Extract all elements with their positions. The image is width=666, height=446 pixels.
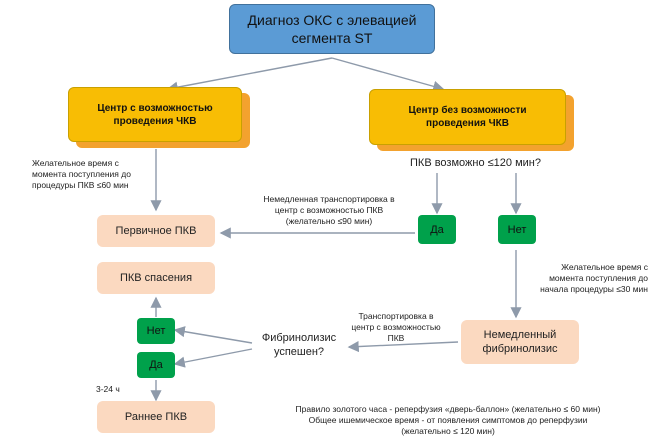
transport-note-2-line-2: центр с возможностью — [351, 322, 441, 332]
footer-line-3: (желательно ≤ 120 мин) — [401, 426, 495, 436]
immediate-fibrinolysis-line-2: фибринолизис — [482, 343, 558, 355]
fibrinolysis-question-line-1: Фибринолизис — [261, 332, 337, 344]
right-center-line-2: проведения ЧКВ — [426, 118, 509, 129]
non-pci-center-box: Центр без возможности проведения ЧКВ — [369, 89, 566, 145]
arrow-question-no — [173, 326, 253, 344]
early-pci-box: Раннее ПКВ — [97, 401, 215, 433]
hours-label: 3-24 ч — [96, 384, 120, 394]
fibrinolysis-success-yes: Да — [137, 352, 175, 378]
transport-note-2-line-1: Транспортировка в — [358, 311, 434, 321]
pci-possible-no: Нет — [498, 215, 536, 244]
diagnosis-line-2: сегмента ST — [291, 30, 373, 46]
left-center-line-2: проведения ЧКВ — [113, 115, 197, 127]
footer-note: Правило золотого часа - реперфузия «двер… — [258, 404, 638, 437]
left-time-note-line-2: момента поступления до — [32, 169, 131, 179]
right-time-note: Желательное время с момента поступления … — [492, 262, 648, 295]
pci-capable-center-box: Центр с возможностью проведения ЧКВ — [68, 87, 242, 142]
arrow-fibrinolysis-question — [347, 340, 459, 353]
rescue-pci-box: ПКВ спасения — [97, 262, 215, 294]
left-center-line-1: Центр с возможностью — [97, 102, 213, 114]
footer-line-1: Правило золотого часа - реперфузия «двер… — [295, 404, 601, 414]
pci-question: ПКВ возможно ≤120 мин? — [410, 157, 541, 169]
left-time-note-line-3: процедуры ПКВ ≤60 мин — [32, 180, 129, 190]
transport-note-line-1: Немедленная транспортировка в — [263, 194, 395, 204]
arrow-question-yes — [173, 348, 253, 368]
diagnosis-box: Диагноз ОКС с элевацией сегмента ST — [229, 4, 435, 54]
fibrinolysis-question-line-2: успешен? — [273, 346, 325, 358]
transport-note-line-2: центр с возможностью ПКВ — [274, 205, 384, 215]
left-time-note-line-1: Желательное время с — [32, 158, 119, 168]
left-time-note: Желательное время с момента поступления … — [32, 158, 131, 191]
transport-note: Немедленная транспортировка в центр с во… — [249, 194, 409, 227]
right-time-note-line-3: начала процедуры ≤30 мин — [540, 284, 648, 294]
immediate-fibrinolysis-line-1: Немедленный — [483, 329, 557, 341]
pci-possible-yes: Да — [418, 215, 456, 244]
arrow-title-left — [166, 57, 333, 93]
transport-note-line-3: (желательно ≤90 мин) — [285, 216, 373, 226]
transport-note-2-line-3: ПКВ — [387, 333, 405, 343]
fibrinolysis-success-no: Нет — [137, 318, 175, 344]
right-time-note-line-1: Желательное время с — [561, 262, 648, 272]
footer-line-2: Общее ишемическое время - от появления с… — [308, 415, 588, 425]
primary-pci-box: Первичное ПКВ — [97, 215, 215, 247]
right-time-note-line-2: момента поступления до — [549, 273, 648, 283]
immediate-fibrinolysis-box: Немедленный фибринолизис — [461, 320, 579, 364]
fibrinolysis-question: Фибринолизис успешен? — [252, 331, 346, 359]
arrow-title-right — [331, 57, 445, 92]
diagnosis-line-1: Диагноз ОКС с элевацией — [247, 12, 417, 28]
right-center-line-1: Центр без возможности — [408, 105, 527, 116]
transport-note-2: Транспортировка в центр с возможностью П… — [341, 311, 451, 344]
